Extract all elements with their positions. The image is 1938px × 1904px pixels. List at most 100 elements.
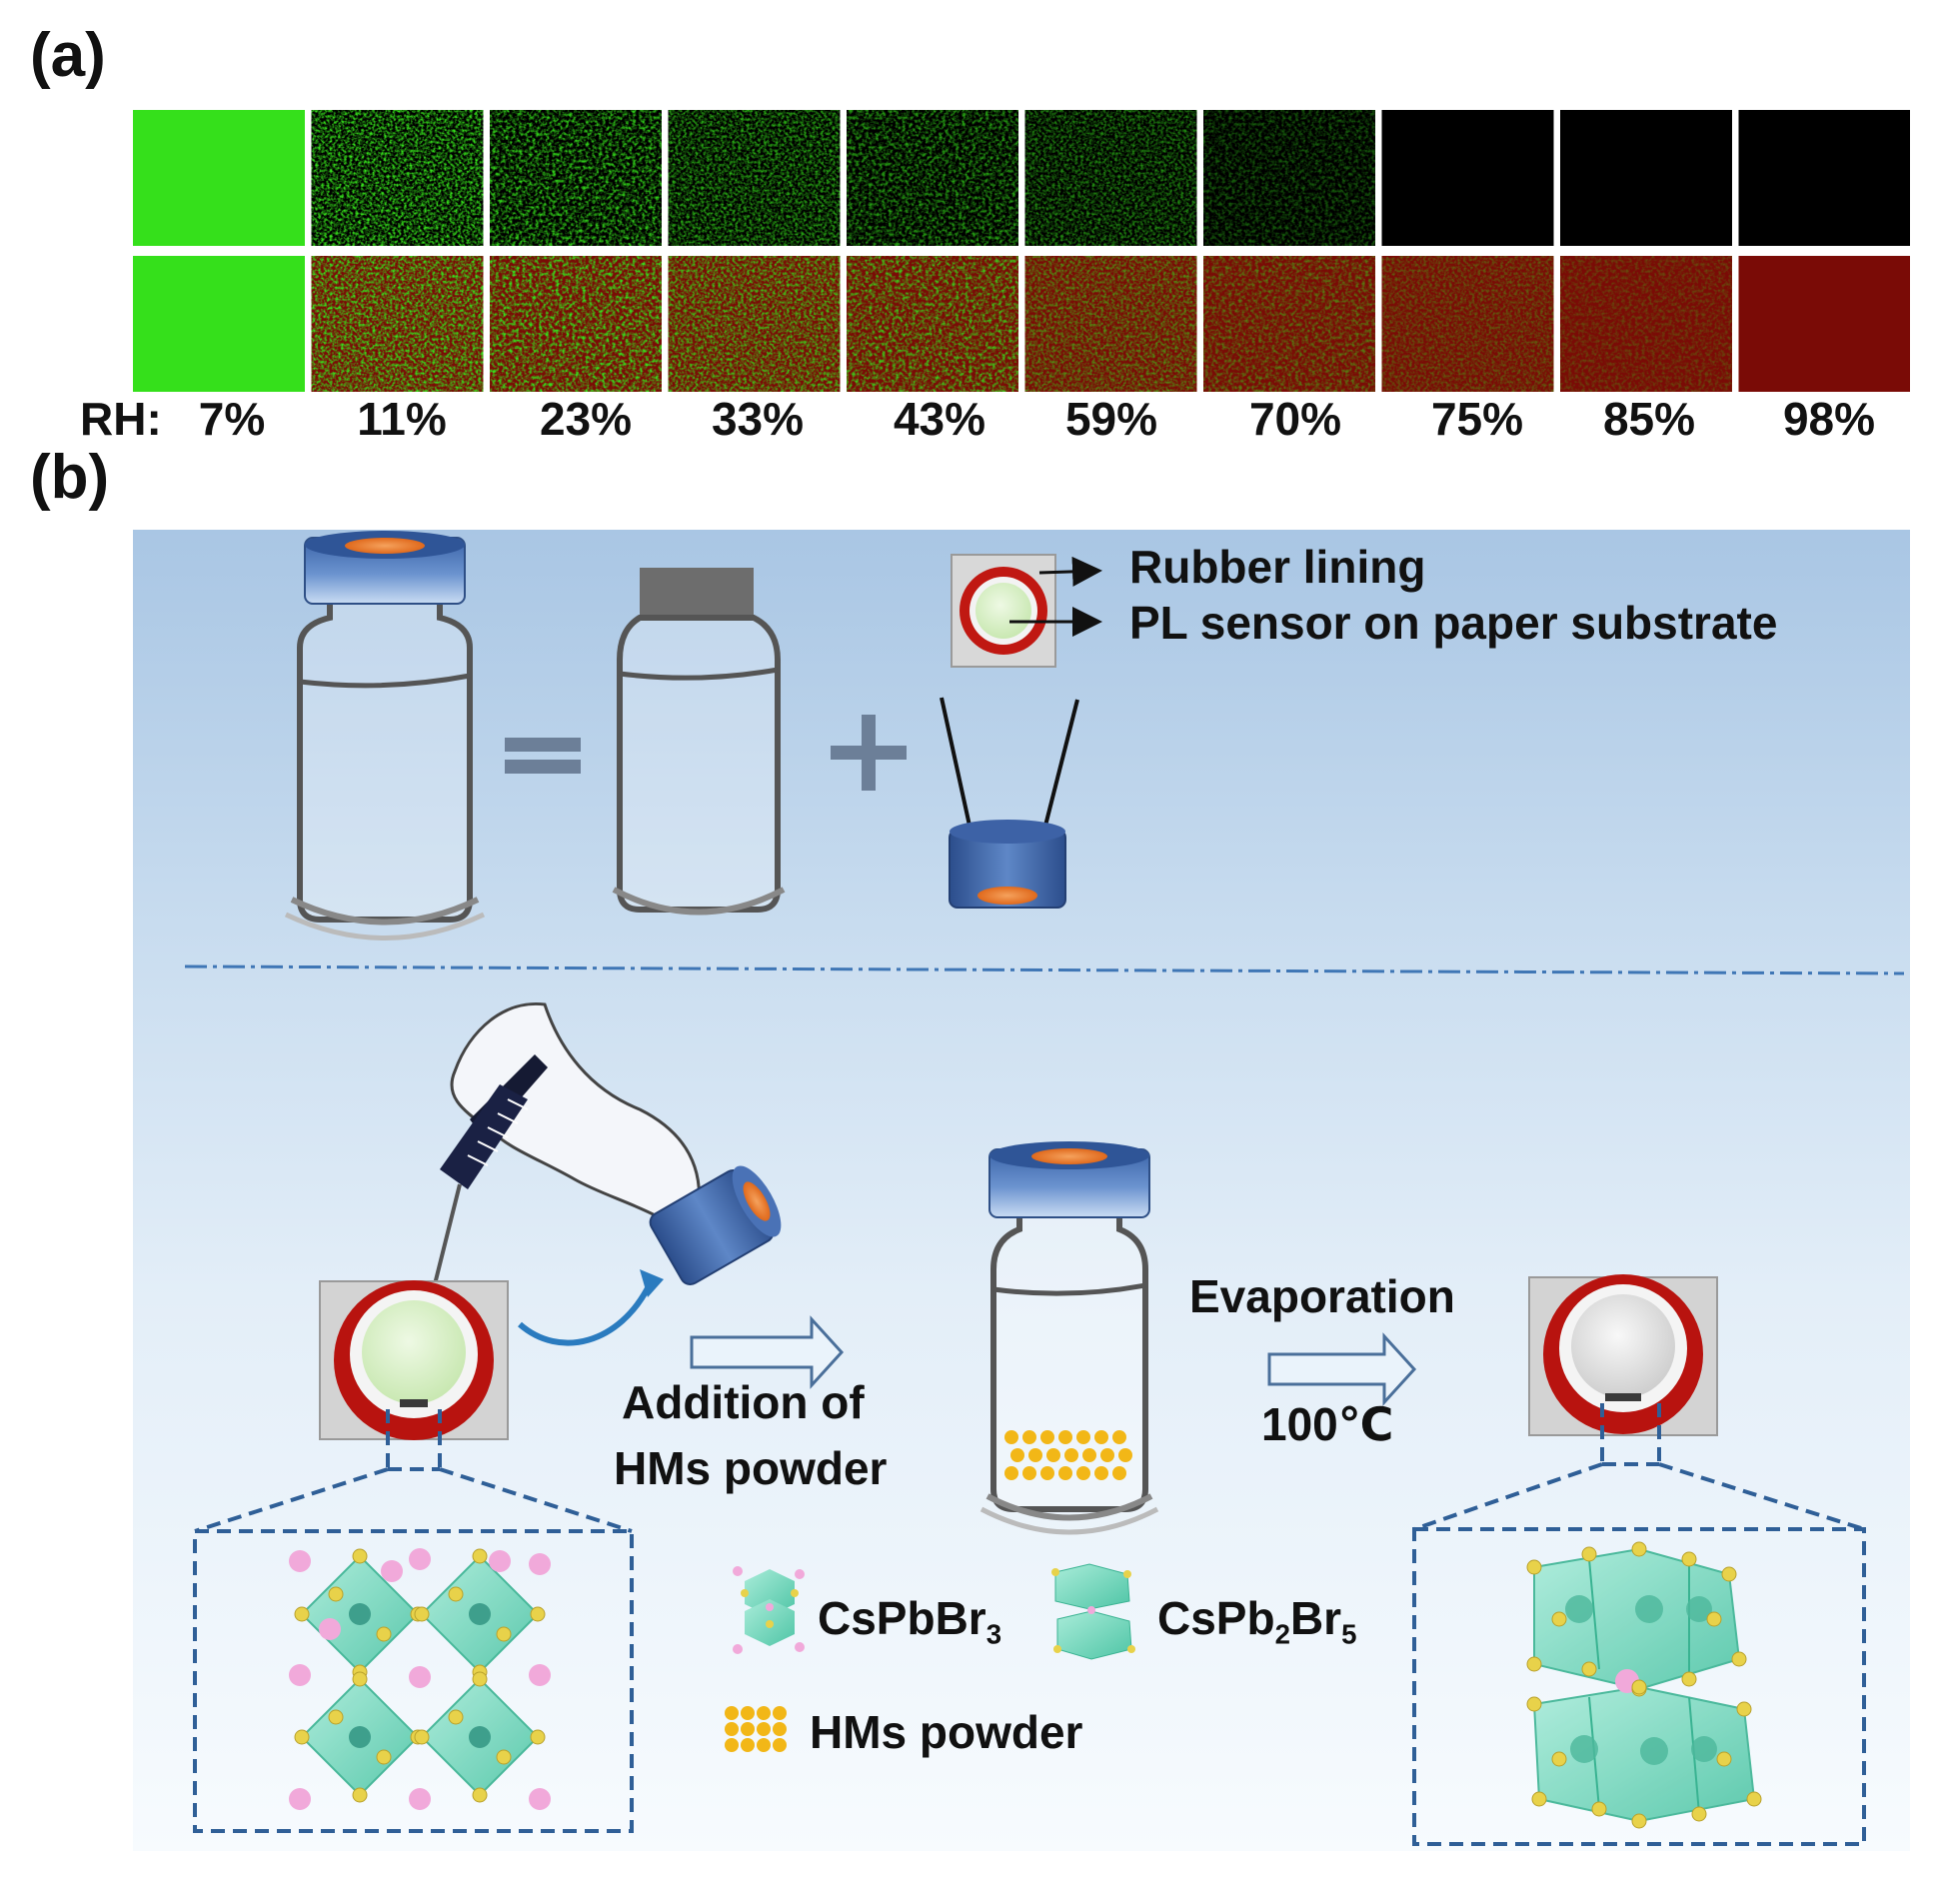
bottom-row-tile-3 <box>490 256 662 392</box>
evaporation-label: Evaporation <box>1189 1270 1455 1322</box>
sensor-before <box>319 1280 509 1440</box>
powder-particle <box>1082 1448 1096 1462</box>
powder-particle <box>1040 1430 1054 1444</box>
rh-value-label: 43% <box>893 393 986 445</box>
cs-atom <box>409 1788 431 1810</box>
rh-value-label: 98% <box>1782 393 1876 445</box>
powder-particle <box>1076 1466 1090 1480</box>
assembled-vial <box>284 531 486 941</box>
cspbbr3-subscript: 3 <box>985 1618 1002 1650</box>
br-atom <box>530 1729 546 1745</box>
powder-particle <box>1004 1466 1018 1480</box>
br-atom <box>376 1749 392 1765</box>
panel-label-b: (b) <box>30 443 110 512</box>
vial-with-powder <box>979 1141 1159 1535</box>
bottom-row-tile-4 <box>668 256 841 392</box>
section-divider <box>184 964 1905 975</box>
powder-particle <box>1022 1466 1036 1480</box>
br-atom <box>294 1729 310 1745</box>
top-row-tile-10 <box>1738 110 1911 246</box>
hms-powder-legend-icon <box>725 1706 787 1752</box>
cs-atom <box>529 1788 551 1810</box>
br-atom <box>1731 1651 1747 1667</box>
sensor-after <box>1528 1274 1718 1436</box>
pb-atom <box>469 1603 491 1625</box>
br-atom <box>1551 1751 1567 1767</box>
br-atom <box>1746 1791 1762 1807</box>
br-atom <box>496 1626 512 1642</box>
cspb2br5-legend-icon <box>1051 1563 1135 1660</box>
br-atom <box>1526 1559 1542 1575</box>
br-atom <box>1706 1611 1722 1627</box>
bottom-row-tile-9 <box>1560 256 1732 392</box>
equals-sign <box>505 738 581 774</box>
powder-particle <box>1100 1448 1114 1462</box>
top-row-tile-6 <box>1024 110 1197 246</box>
exploded-cap <box>940 697 1079 909</box>
panel-label-a: (a) <box>30 21 106 90</box>
cspb2br5-formula-part1: CsPb <box>1157 1592 1275 1644</box>
rubber-lining-label: Rubber lining <box>1129 541 1426 593</box>
pl-sensor-label: PL sensor on paper substrate <box>1129 597 1778 649</box>
pb-atom <box>469 1726 491 1748</box>
cap-removal-arrow <box>518 1282 653 1346</box>
powder-particle <box>1058 1466 1072 1480</box>
temperature-label: 100℃ <box>1261 1398 1394 1450</box>
powder-particle <box>1094 1430 1108 1444</box>
cs-atom <box>289 1664 311 1686</box>
br-atom <box>472 1787 488 1803</box>
cspbbr3-crystal-structure <box>289 1548 551 1810</box>
cs-atom <box>289 1788 311 1810</box>
bottom-row-tile-2 <box>311 256 484 392</box>
pb-atom <box>349 1726 371 1748</box>
powder-particle <box>1094 1466 1108 1480</box>
br-atom <box>1591 1801 1607 1817</box>
bottom-row-tile-8 <box>1381 256 1554 392</box>
bottom-row-tile-5 <box>847 256 1018 392</box>
br-atom <box>1631 1679 1647 1695</box>
cs-atom <box>409 1548 431 1570</box>
cs-atom <box>529 1664 551 1686</box>
rh-value-label: 23% <box>539 393 633 445</box>
br-atom <box>448 1709 464 1725</box>
plus-sign <box>831 715 907 791</box>
top-row-tile-7 <box>1203 110 1375 246</box>
pb-atom <box>349 1603 371 1625</box>
br-atom <box>1716 1751 1732 1767</box>
powder-particle <box>1058 1430 1072 1444</box>
cspb2br5-legend-label: CsPb2Br5 <box>1157 1591 1356 1651</box>
bottom-row-tile-10 <box>1738 256 1911 392</box>
br-atom <box>1691 1806 1707 1822</box>
br-atom <box>328 1586 344 1602</box>
powder-particle <box>1022 1430 1036 1444</box>
bottom-row-tile-6 <box>1024 256 1197 392</box>
removed-cap <box>649 1165 782 1285</box>
cs-atom <box>409 1666 431 1688</box>
powder-particle <box>1004 1430 1018 1444</box>
br-atom <box>1631 1813 1647 1829</box>
br-atom <box>472 1671 488 1687</box>
cspbbr3-legend-icon <box>733 1566 805 1654</box>
br-atom <box>352 1787 368 1803</box>
open-bottle <box>612 568 786 916</box>
rh-axis-prefix: RH: <box>80 393 162 445</box>
cspbbr3-formula: CsPbBr <box>818 1592 986 1644</box>
rh-value-label: 59% <box>1064 393 1158 445</box>
br-atom <box>1721 1566 1737 1582</box>
rh-value-label: 85% <box>1602 393 1696 445</box>
cs-atom <box>381 1560 403 1582</box>
br-atom <box>1631 1541 1647 1557</box>
cspb2br5-crystal-structure <box>1526 1541 1762 1829</box>
hms-powder-legend-label: HMs powder <box>810 1706 1083 1758</box>
rh-value-label: 75% <box>1430 393 1524 445</box>
addition-arrow <box>690 1315 845 1389</box>
powder-particle <box>1118 1448 1132 1462</box>
br-atom <box>1681 1671 1697 1687</box>
powder-particle <box>1028 1448 1042 1462</box>
powder-particle <box>1076 1430 1090 1444</box>
cs-atom <box>489 1550 511 1572</box>
top-row-tile-5 <box>847 110 1018 246</box>
rubber-lining-sensor-inset <box>951 554 1102 668</box>
br-atom <box>496 1749 512 1765</box>
